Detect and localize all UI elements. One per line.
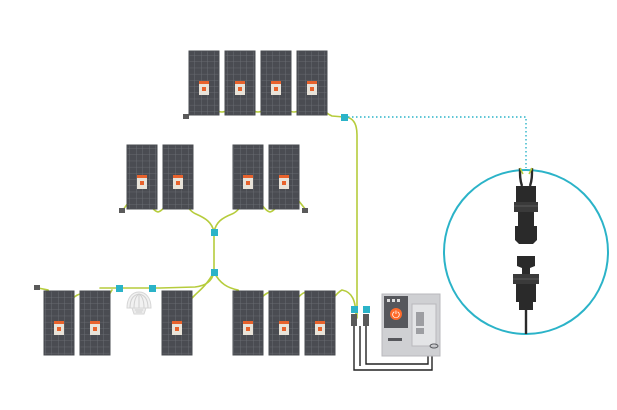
solar-panel [296, 50, 328, 116]
dc-plug-left [351, 314, 357, 326]
solar-panel [268, 290, 300, 356]
cable-end-caps [34, 114, 308, 290]
cable-end-cap [183, 114, 189, 119]
dc-plug-right [363, 314, 369, 326]
teal-connector [149, 285, 156, 292]
connector-layer [116, 114, 370, 313]
dc-wires [353, 326, 433, 371]
teal-connector [363, 306, 370, 313]
teal-connector [116, 285, 123, 292]
callout-leader-line [344, 116, 527, 168]
teal-connector [211, 229, 218, 236]
shell-icon [126, 291, 152, 315]
solar-panel [224, 50, 256, 116]
inverter-icon: ⏻ [381, 293, 441, 357]
solar-panel [268, 144, 300, 210]
solar-panel [126, 144, 158, 210]
solar-panel [188, 50, 220, 116]
solar-panel [232, 290, 264, 356]
solar-panel [232, 144, 264, 210]
connector-detail-callout [443, 167, 609, 335]
solar-panel [304, 290, 336, 356]
solar-panel [260, 50, 292, 116]
cable-end-cap [34, 285, 40, 290]
teal-connector [351, 306, 358, 313]
mc4-connector-icon [513, 167, 539, 334]
cable-layer [37, 99, 358, 319]
cable-end-cap [302, 208, 308, 213]
teal-connector [211, 269, 218, 276]
power-symbol: ⏻ [392, 310, 400, 321]
cable-end-cap [119, 208, 125, 213]
solar-panel [162, 144, 194, 210]
solar-panel [43, 290, 75, 356]
solar-panel [161, 290, 193, 356]
panel-layer [43, 50, 336, 356]
trunk-cable [343, 116, 358, 319]
solar-panel [79, 290, 111, 356]
